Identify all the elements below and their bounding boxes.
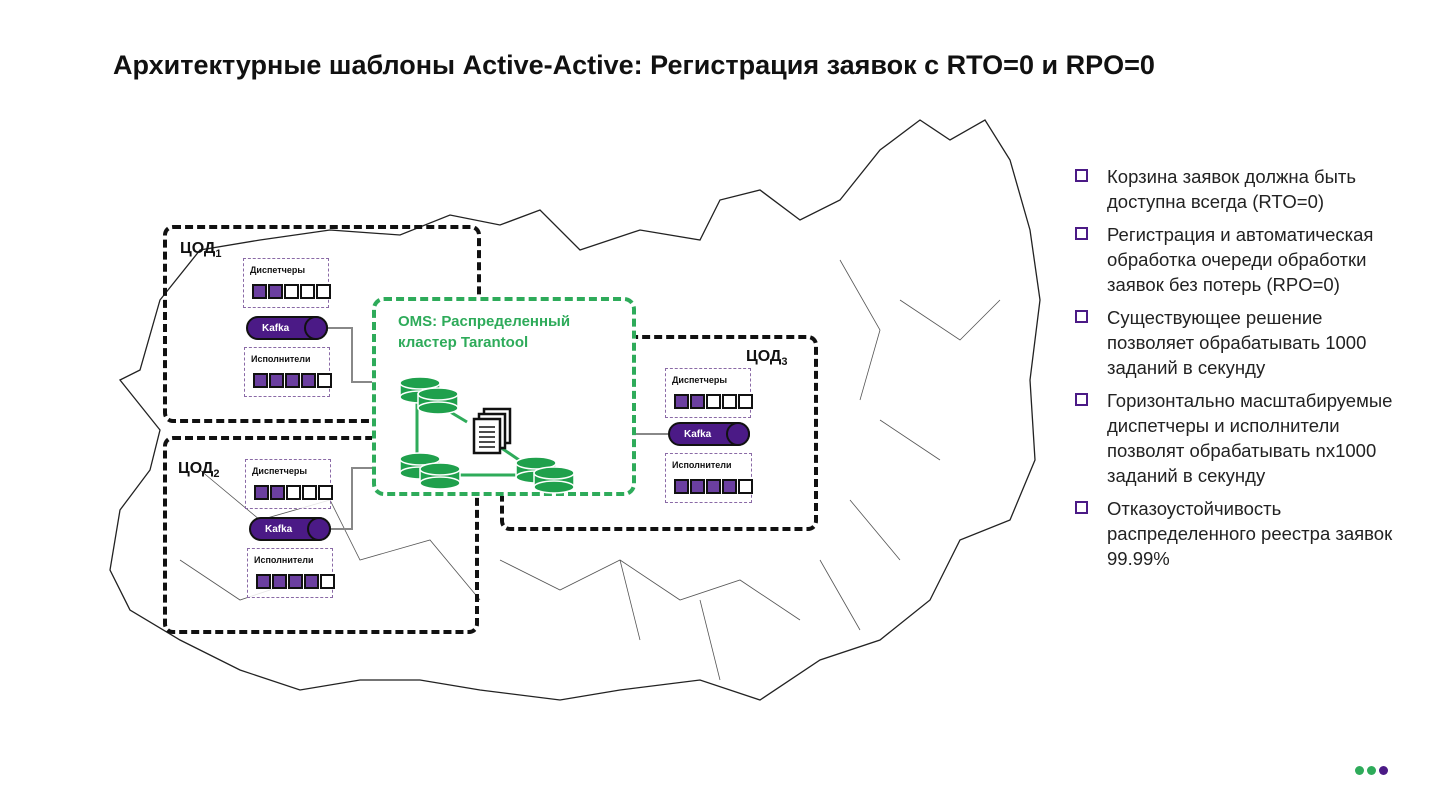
executor-slots — [256, 574, 336, 589]
dispatcher-slots — [252, 284, 332, 299]
datacenter-2-label: ЦОД2 — [178, 460, 220, 481]
checkbox-bullet-icon — [1075, 393, 1088, 406]
kafka-queue: Kafka — [668, 422, 750, 446]
requirements-list: Корзина заявок должна быть доступна всег… — [1075, 164, 1395, 579]
dispatchers-group: Диспетчеры — [245, 459, 334, 509]
executor-slots — [674, 479, 754, 494]
dispatcher-slots — [674, 394, 754, 409]
database-icon — [515, 456, 575, 494]
slide-title: Архитектурные шаблоны Active-Active: Рег… — [113, 50, 1155, 80]
executor-slots — [253, 373, 333, 388]
kafka-queue: Kafka — [246, 316, 328, 340]
datacenter-1-label: ЦОД1 — [180, 240, 222, 261]
list-item: Регистрация и автоматическая обработка о… — [1075, 222, 1395, 297]
cluster-graphic — [399, 376, 575, 494]
list-item: Горизонтально масштабируемые диспетчеры … — [1075, 388, 1395, 488]
dispatchers-group: Диспетчеры — [243, 258, 332, 308]
database-icon — [399, 452, 461, 490]
executors-label: Исполнители — [254, 555, 314, 565]
dispatcher-slots — [254, 485, 334, 500]
executors-label: Исполнители — [672, 460, 732, 470]
executors-group: Исполнители — [247, 548, 336, 598]
database-icon — [399, 376, 459, 415]
brand-dots-logo — [1355, 766, 1388, 775]
datacenter-3-label: ЦОД3 — [746, 348, 788, 369]
checkbox-bullet-icon — [1075, 227, 1088, 240]
documents-icon — [472, 407, 512, 455]
dispatchers-label: Диспетчеры — [250, 265, 306, 275]
checkbox-bullet-icon — [1075, 501, 1088, 514]
dispatchers-group: Диспетчеры — [665, 368, 754, 418]
list-item: Корзина заявок должна быть доступна всег… — [1075, 164, 1395, 214]
list-item: Отказоустойчивость распределенного реест… — [1075, 496, 1395, 571]
kafka-queue: Kafka — [249, 517, 331, 541]
executors-label: Исполнители — [251, 354, 311, 364]
checkbox-bullet-icon — [1075, 169, 1088, 182]
datacenter-2 — [163, 436, 479, 634]
dispatchers-label: Диспетчеры — [252, 466, 308, 476]
checkbox-bullet-icon — [1075, 310, 1088, 323]
dispatchers-label: Диспетчеры — [672, 375, 728, 385]
list-item: Существующее решение позволяет обрабатыв… — [1075, 305, 1395, 380]
map-outline — [109, 119, 1041, 701]
executors-group: Исполнители — [244, 347, 333, 397]
executors-group: Исполнители — [665, 453, 754, 503]
